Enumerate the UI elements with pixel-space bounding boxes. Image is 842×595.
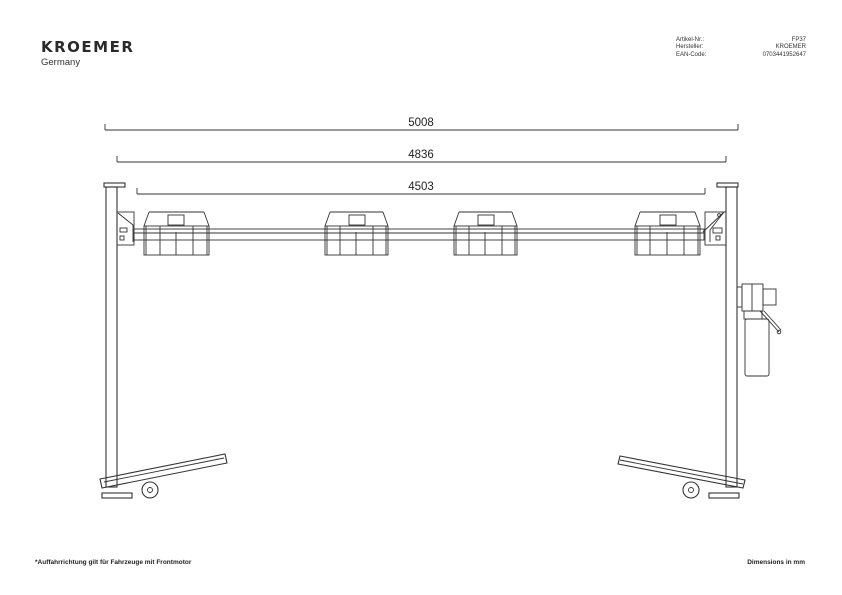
brand-name: KROEMER (41, 38, 135, 56)
dimension-line-middle (116, 156, 727, 163)
brand-tagline: Germany (41, 57, 81, 68)
dimension-label-inner: 4503 (408, 181, 434, 193)
dimension-line-overall (104, 124, 739, 131)
manufacturer-label: Hersteller: (676, 44, 704, 51)
dimension-line-inner (136, 188, 706, 195)
carriage-4 (634, 211, 701, 256)
footnote: *Auffahrrichtung gilt für Fahrzeuge mit … (35, 559, 192, 566)
left-column (101, 182, 135, 499)
article-number-row: Artikel-Nr.: FP37 (676, 37, 806, 44)
right-column (702, 182, 740, 499)
right-drive-ramp (617, 455, 746, 499)
cross-beam (133, 228, 705, 241)
carriage-3 (453, 211, 518, 256)
ean-code-row: EAN-Code: 0703441952647 (676, 52, 806, 59)
dimension-label-middle: 4836 (408, 149, 434, 161)
article-number-value: FP37 (791, 37, 806, 43)
brand-logo: KROEMER Germany (41, 38, 135, 69)
manufacturer-value: KROEMER (775, 44, 806, 51)
ean-code-label: EAN-Code: (676, 51, 707, 58)
article-info-block: Artikel-Nr.: FP37 Hersteller: KROEMER EA… (676, 37, 806, 59)
units-note: Dimensions in mm (747, 559, 805, 566)
dimension-label-overall: 5008 (408, 117, 434, 129)
carriage-1 (143, 211, 210, 256)
left-drive-ramp (99, 453, 228, 499)
carriage-2 (324, 211, 389, 256)
article-number-label: Artikel-Nr.: (676, 37, 705, 43)
hydraulic-power-unit (736, 283, 782, 377)
manufacturer-row: Hersteller: KROEMER (676, 44, 806, 51)
ean-code-value: 0703441952647 (762, 51, 806, 58)
